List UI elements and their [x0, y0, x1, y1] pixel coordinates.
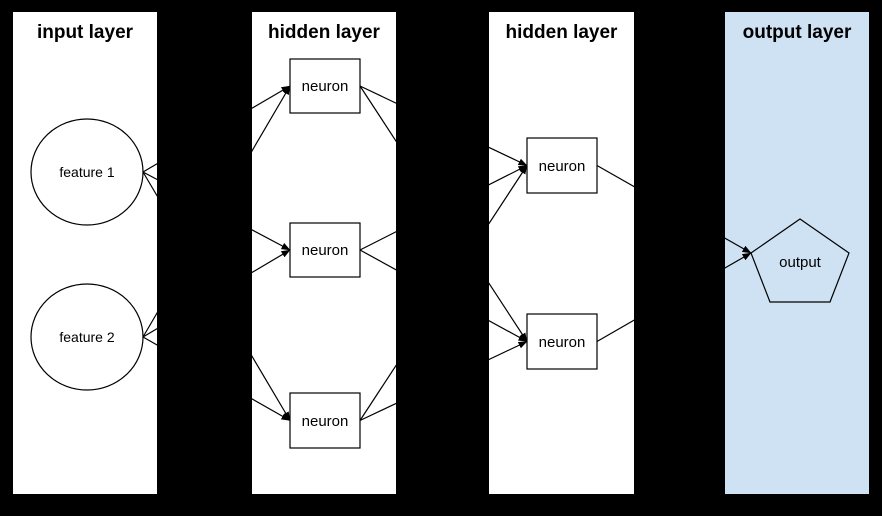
feature-1-label: feature 1 [59, 164, 114, 180]
output-label: output [779, 254, 822, 271]
node-output: output [750, 218, 850, 303]
h2-neuron-2-box [526, 313, 598, 370]
node-h1-neuron-3: neuron [289, 392, 361, 449]
output-pentagon [750, 218, 850, 303]
panel-hidden-layer-2 [489, 12, 634, 494]
panel-input-layer [13, 12, 157, 494]
layer-title-output: output layer [743, 22, 852, 43]
h1-neuron-2-box [289, 222, 361, 278]
h1-neuron-3-label: neuron [302, 413, 349, 430]
layer-title-input: input layer [37, 22, 134, 43]
layer-title-hidden-1: hidden layer [268, 22, 381, 43]
h1-neuron-1-label: neuron [302, 78, 349, 95]
h1-neuron-3-box [289, 392, 361, 449]
h1-neuron-2-label: neuron [302, 242, 349, 259]
node-h1-neuron-2: neuron [289, 222, 361, 278]
h1-neuron-1-box [289, 58, 361, 114]
node-h2-neuron-1: neuron [526, 137, 598, 194]
node-feature-2: feature 2 [30, 283, 144, 391]
h2-neuron-1-box [526, 137, 598, 194]
feature-2-label: feature 2 [59, 329, 114, 345]
node-h2-neuron-2: neuron [526, 313, 598, 370]
node-h1-neuron-1: neuron [289, 58, 361, 114]
layer-title-hidden-2: hidden layer [506, 22, 619, 43]
node-feature-1: feature 1 [30, 118, 144, 226]
h2-neuron-2-label: neuron [539, 334, 586, 351]
feature-1-circle [30, 118, 144, 226]
feature-2-circle [30, 283, 144, 391]
h2-neuron-1-label: neuron [539, 158, 586, 175]
